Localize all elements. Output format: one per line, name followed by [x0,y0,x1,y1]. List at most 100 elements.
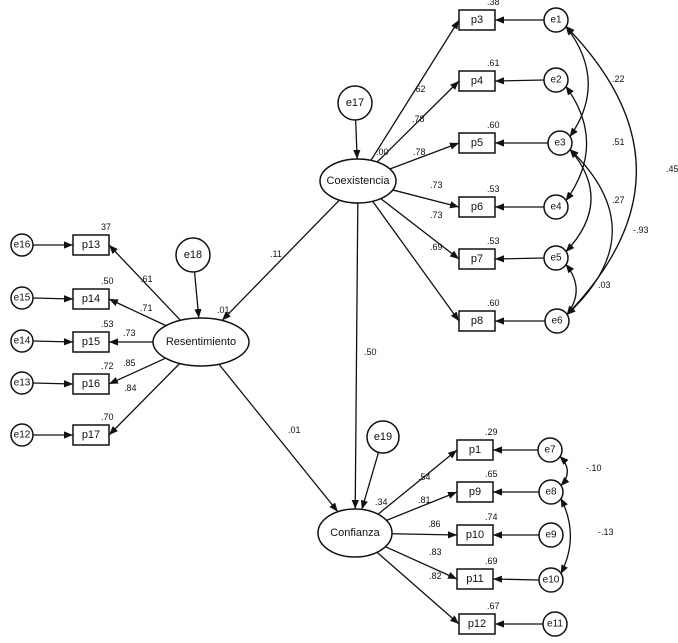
indicator-p8[interactable] [458,310,496,332]
latent-confianza[interactable] [317,508,393,558]
error-e9[interactable] [538,522,564,548]
indicator-p16[interactable] [72,373,110,395]
disturbance-path-e18 [193,271,202,319]
indicator-p13[interactable] [72,234,110,256]
loading-path-p16 [108,357,166,385]
r2-p16: .72 [101,361,114,371]
paths-layer [32,16,637,628]
error-e10[interactable] [538,567,564,593]
structural-coef-coexistencia-resentimiento: .11 [270,249,282,259]
r2-p11: .69 [485,556,498,566]
error-label-e3: e3 [554,138,566,149]
error-e3[interactable] [547,130,573,156]
error-path-e5 [494,255,545,263]
covariance-value-e3-e5: .27 [612,195,625,205]
indicator-p9[interactable] [456,481,494,503]
loading-p9: .81 [418,495,431,505]
indicator-label-p3: p3 [471,14,483,26]
indicator-p10[interactable] [456,524,494,546]
error-e6[interactable] [544,308,570,334]
error-e13[interactable] [10,371,34,395]
error-e12[interactable] [10,423,34,447]
covariance-value-e1-e3: .22 [612,74,625,84]
indicator-p15[interactable] [72,331,110,353]
loading-path-p3 [370,19,460,161]
error-label-e2: e2 [550,75,562,86]
indicator-p4[interactable] [458,70,496,92]
indicator-p1[interactable] [456,439,494,461]
indicator-label-p10: p10 [466,529,484,541]
indicator-p6[interactable] [458,196,496,218]
indicator-p12[interactable] [458,613,496,635]
loading-p1: .54 [418,472,431,482]
error-label-e6: e6 [551,316,563,327]
r2-p4: .61 [487,58,500,68]
loading-p12: .82 [429,571,442,581]
covariance-value-e3-e6: -.93 [633,225,649,235]
loading-path-p17 [108,363,181,436]
loading-path-p8 [372,200,460,322]
latent-coexistencia[interactable] [319,158,397,204]
covariance-value-e5-e6: .03 [598,280,611,290]
disturbance-e19[interactable] [366,420,400,454]
error-e16[interactable] [10,233,34,257]
loading-path-p13 [108,244,181,321]
error-e11[interactable] [542,611,568,637]
indicator-p7[interactable] [458,248,496,270]
r2-p14: .50 [101,276,114,286]
loading-path-p5 [389,142,460,170]
indicator-label-p9: p9 [469,486,481,498]
covariance-value-e2-e4: .51 [612,137,625,147]
r2-p12: .67 [487,601,500,611]
error-label-e10: e10 [543,575,560,586]
error-e8[interactable] [538,479,564,505]
error-path-e2 [494,77,545,85]
r2-p3: .38 [487,0,500,7]
error-e15[interactable] [10,286,34,310]
loading-p11: .83 [429,547,442,557]
indicator-p5[interactable] [458,132,496,154]
r2-p8: .60 [487,298,500,308]
r2-p5: .60 [487,120,500,130]
covariance-e3-e5 [565,148,592,253]
disturbance-label-e18: e18 [184,249,202,261]
loading-path-p14 [108,298,167,327]
disturbance-e17[interactable] [337,85,373,121]
error-e4[interactable] [543,194,569,220]
nodes-layer [10,7,573,637]
error-label-e5: e5 [550,253,562,264]
disturbance-path-e17 [353,119,361,160]
covariance-e1-e6 [565,25,637,316]
indicator-p14[interactable] [72,288,110,310]
r2-p1: .29 [485,427,498,437]
error-label-e14: e14 [14,336,31,347]
covariance-e5-e6 [565,263,577,316]
r2-confianza: .34 [375,497,388,507]
error-e5[interactable] [543,245,569,271]
structural-coef-coexistencia-confianza: .50 [364,347,377,357]
indicator-label-p12: p12 [468,618,486,630]
error-e1[interactable] [543,7,569,33]
error-e7[interactable] [537,437,563,463]
indicator-p17[interactable] [72,424,110,446]
latent-resentimiento[interactable] [152,317,250,367]
disturbance-e18[interactable] [175,237,211,273]
r2-p15: .53 [101,319,114,329]
latent-label-resentimiento: Resentimiento [166,336,236,348]
indicator-p11[interactable] [456,568,494,590]
r2-p13: 37 [101,222,111,232]
error-label-e16: e16 [14,240,31,251]
error-e2[interactable] [543,67,569,93]
error-e14[interactable] [10,329,34,353]
loading-path-p1 [377,449,458,515]
r2-p7: .53 [487,236,500,246]
latent-label-coexistencia: Coexistencia [327,175,391,187]
structural-path-coexistencia-confianza [351,202,359,510]
indicator-label-p11: p11 [466,573,484,585]
loading-p10: .86 [428,519,441,529]
loading-p3: .62 [413,84,426,94]
indicator-label-p15: p15 [82,336,100,348]
labels-layer: Resentimiento.01Coexistencia.00Confianza… [14,0,678,630]
covariance-value-e7-e8: -.10 [586,463,602,473]
indicator-p3[interactable] [458,9,496,31]
